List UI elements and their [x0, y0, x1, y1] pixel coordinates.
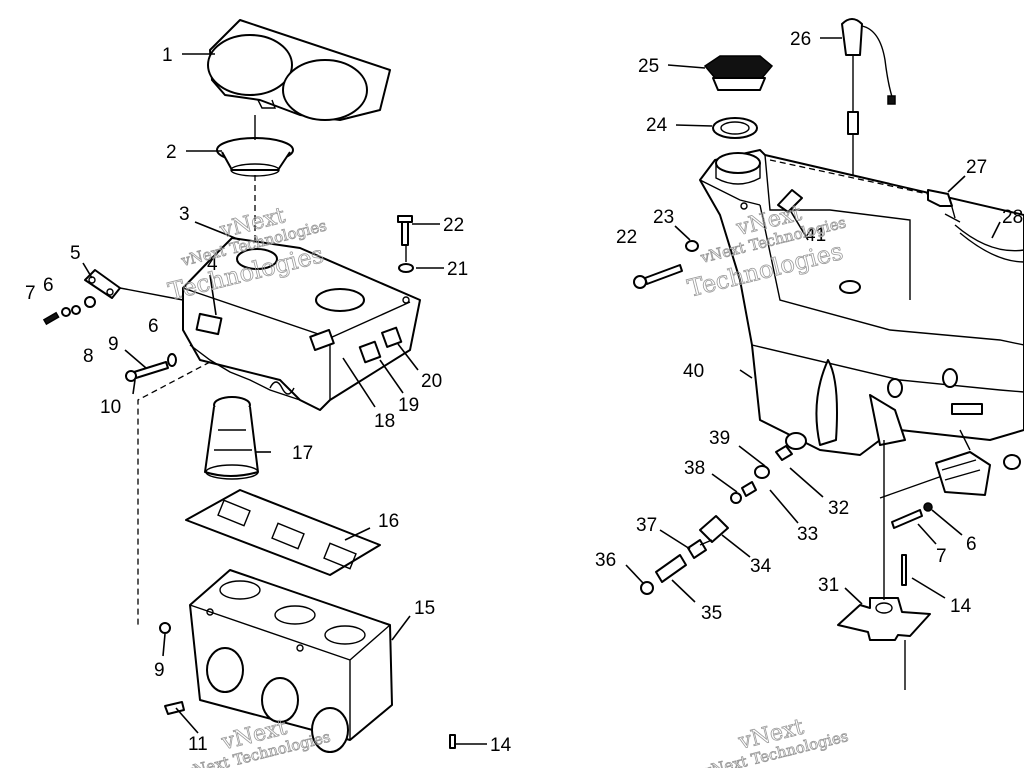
airbox-body [182, 237, 421, 411]
callout-label: 14 [950, 596, 972, 617]
fuel-fittings [640, 432, 807, 595]
callout-label: 16 [378, 511, 399, 532]
callout-label: 6 [43, 275, 54, 296]
callout-label: 22 [443, 215, 464, 236]
air-box-assembly [42, 19, 456, 753]
callout-label: 40 [683, 361, 704, 382]
callout-label: 23 [653, 207, 674, 228]
watermark-bottom-right: vNext vNext Technologies [700, 714, 851, 768]
tank-bracket [837, 440, 931, 690]
watermark-bottom-left: vNext vNext Technologies [182, 715, 333, 768]
callout-label: 21 [447, 259, 468, 280]
bracket-hardware [42, 269, 184, 326]
callout-label: 14 [490, 735, 512, 756]
callout-label: 9 [154, 660, 165, 681]
callout-label: 15 [414, 598, 435, 619]
fuel-ring [712, 117, 758, 139]
fuel-cap [703, 55, 774, 91]
callout-label: 7 [25, 283, 36, 304]
callout-label: 33 [797, 524, 818, 545]
bolt-7-right [879, 474, 946, 529]
callout-label: 37 [636, 515, 657, 536]
callout-label: 19 [398, 395, 419, 416]
callout-label: 4 [207, 254, 218, 275]
callout-label: 35 [701, 603, 722, 624]
callout-label: 10 [100, 397, 121, 418]
guide-line-left [137, 361, 211, 628]
callout-label: 3 [179, 204, 190, 225]
bolt-22 [397, 215, 414, 273]
callout-label: 2 [166, 142, 177, 163]
callout-label: 11 [188, 734, 208, 755]
callout-label: 38 [684, 458, 705, 479]
callout-label: 18 [374, 411, 395, 432]
callout-label: 34 [750, 556, 772, 577]
rubber-boot [204, 396, 259, 480]
bolt-10 [125, 353, 177, 382]
callout-label: 36 [595, 550, 616, 571]
pin-14-right [901, 554, 907, 586]
callout-label: 5 [70, 243, 81, 264]
callout-label: 8 [83, 346, 94, 367]
mount-block [935, 429, 1021, 496]
callout-label: 1 [162, 45, 173, 66]
gasket [185, 489, 381, 576]
callouts-left: 1 2 3 4 5 6 7 8 9 6 10 17 16 15 9 11 14 … [25, 45, 512, 756]
screw-9-lower [159, 622, 171, 634]
callout-label: 31 [818, 575, 839, 596]
fitting-11 [164, 701, 185, 715]
fuel-tank-assembly [633, 18, 1024, 690]
callout-label: 6 [966, 534, 977, 555]
lower-box [189, 569, 393, 753]
callout-label: 28 [1002, 207, 1023, 228]
callout-label: 9 [108, 334, 119, 355]
callouts-right: 26 25 24 27 28 23 22 41 40 39 38 32 33 3… [595, 29, 1023, 624]
leader-lines [82, 37, 1001, 745]
callout-label: 20 [421, 371, 442, 392]
callout-label: 27 [966, 157, 987, 178]
callout-label: 6 [148, 316, 159, 337]
callout-label: 32 [828, 498, 849, 519]
airbox-lid [207, 19, 391, 121]
vent-hose [769, 159, 1024, 263]
callout-label: 24 [646, 115, 668, 136]
callout-label: 25 [638, 56, 659, 77]
callout-label: 17 [292, 443, 313, 464]
callout-label: 22 [616, 227, 637, 248]
tank-bolt [633, 240, 699, 289]
callout-label: 41 [805, 225, 826, 246]
fuel-tank [699, 149, 1024, 456]
callout-label: 7 [936, 546, 947, 567]
callout-label: 26 [790, 29, 811, 50]
pin-14-left [449, 734, 456, 749]
intake-boot [216, 115, 294, 177]
callout-label: 39 [709, 428, 730, 449]
